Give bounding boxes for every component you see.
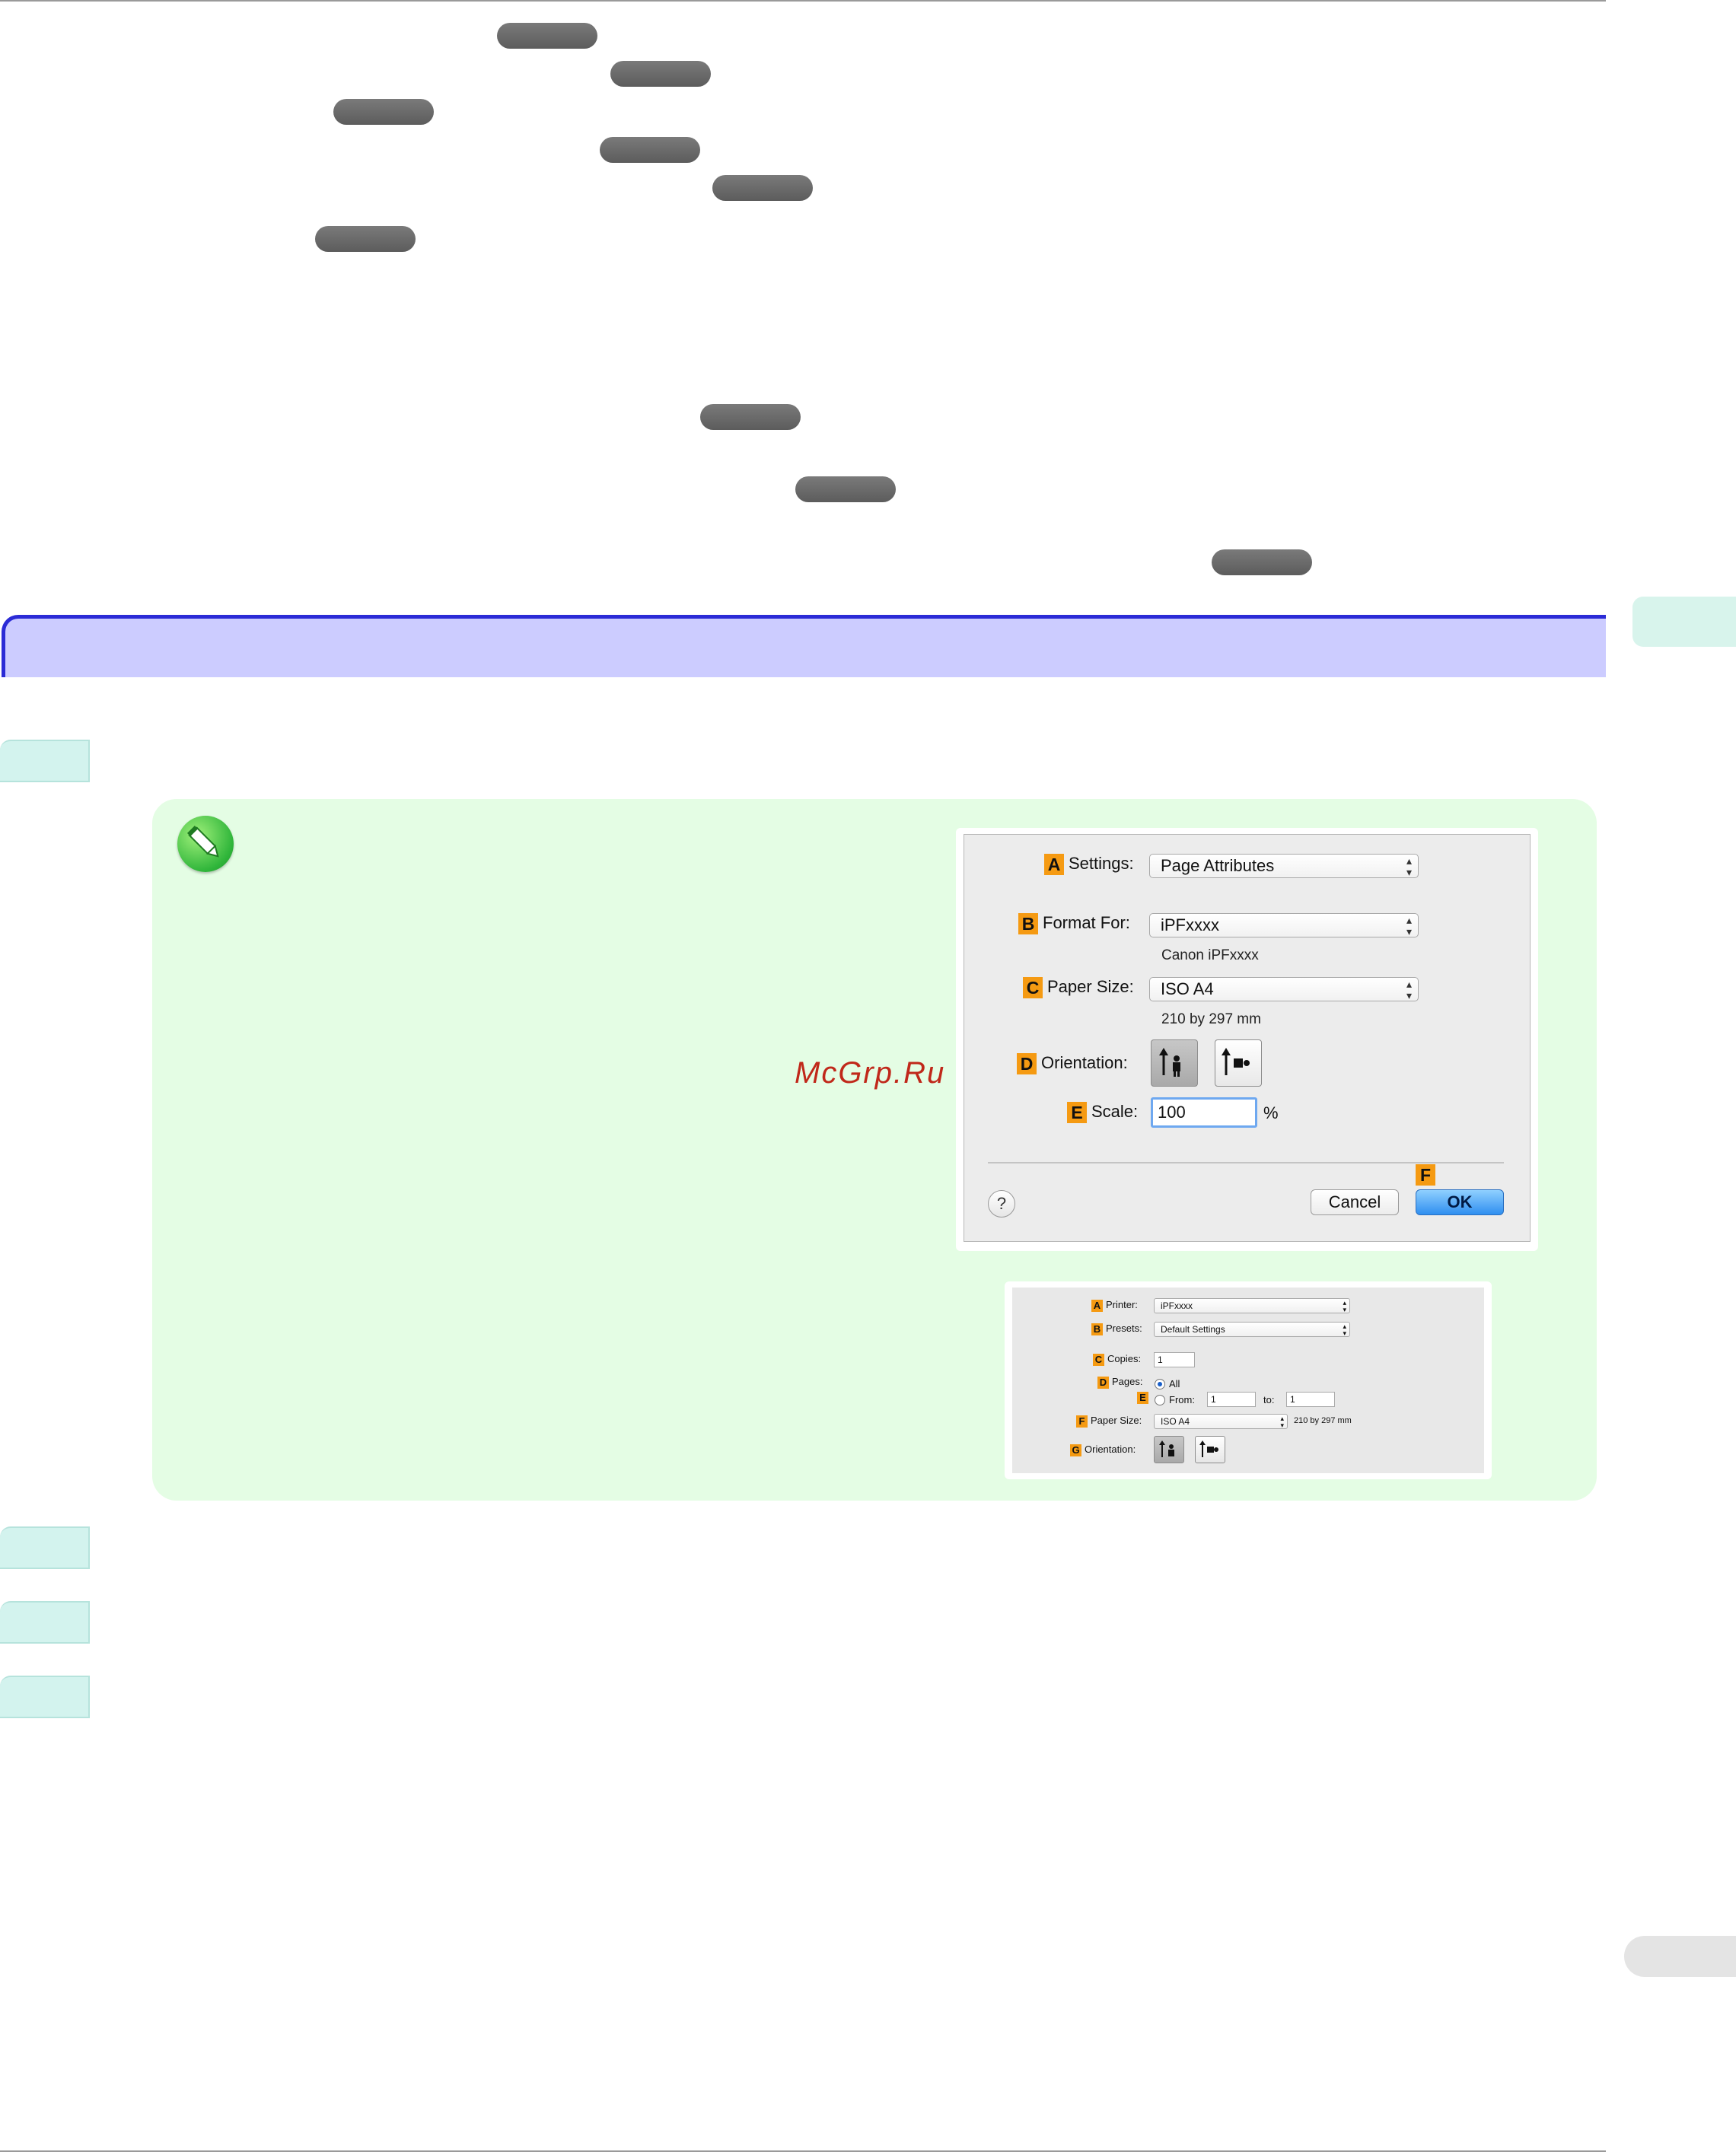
printer-popup[interactable]: iPFxxxx▴▾ — [1154, 1298, 1350, 1313]
portrait-orientation-icon — [1159, 1048, 1180, 1077]
reference-link[interactable] — [610, 61, 711, 87]
ok-button[interactable]: OK — [1416, 1189, 1504, 1215]
scale-unit: % — [1263, 1103, 1279, 1122]
label-badge-g: G — [1070, 1444, 1081, 1456]
step-marker — [0, 1526, 90, 1569]
step-marker — [0, 1601, 90, 1644]
step-marker — [0, 740, 90, 782]
pages-all-label: All — [1169, 1378, 1180, 1389]
print-paper-dimensions: 210 by 297 mm — [1294, 1416, 1352, 1425]
label-badge-b: B — [1018, 913, 1038, 935]
reference-link[interactable] — [1212, 549, 1312, 575]
label-badge-b: B — [1091, 1323, 1103, 1335]
label-badge-f: F — [1416, 1164, 1435, 1186]
reference-link[interactable] — [700, 404, 801, 430]
page-setup-dialog — [964, 834, 1531, 1242]
to-field[interactable]: 1 — [1286, 1392, 1335, 1407]
pages-all-radio[interactable] — [1155, 1379, 1165, 1389]
format-for-printer-name: Canon iPFxxxx — [1161, 947, 1259, 963]
portrait-orientation-icon — [1159, 1440, 1174, 1457]
portrait-orientation-button[interactable] — [1151, 1039, 1198, 1087]
up-down-arrows-icon: ▴▾ — [1343, 1299, 1346, 1313]
landscape-orientation-button[interactable] — [1215, 1039, 1262, 1087]
print-landscape-button[interactable] — [1195, 1436, 1225, 1463]
bottom-rule — [0, 2150, 1606, 2152]
up-down-arrows-icon: ▴▾ — [1406, 914, 1412, 937]
reference-link[interactable] — [315, 226, 416, 252]
reference-link[interactable] — [600, 137, 700, 163]
pages-range-radio[interactable] — [1155, 1395, 1165, 1405]
label-badge-e: E — [1137, 1391, 1148, 1404]
label-badge-f: F — [1076, 1415, 1088, 1428]
from-field[interactable]: 1 — [1207, 1392, 1256, 1407]
to-label: to: — [1263, 1394, 1275, 1405]
label-badge-e: E — [1067, 1102, 1087, 1124]
cancel-button[interactable]: Cancel — [1311, 1189, 1399, 1215]
label-badge-c: C — [1093, 1353, 1104, 1366]
up-down-arrows-icon: ▴▾ — [1406, 855, 1412, 878]
reference-link[interactable] — [497, 23, 597, 49]
question-icon[interactable]: ? — [988, 1190, 1015, 1218]
ok-badge: F — [1416, 1164, 1440, 1186]
landscape-orientation-icon — [1199, 1440, 1218, 1457]
copies-field[interactable]: 1 — [1154, 1352, 1195, 1367]
step-marker — [0, 1676, 90, 1718]
format-for-popup[interactable]: iPFxxxx ▴▾ — [1149, 913, 1419, 937]
paper-size-dimensions: 210 by 297 mm — [1161, 1011, 1261, 1027]
page-number-tab — [1624, 1936, 1736, 1977]
label-badge-c: C — [1023, 977, 1043, 999]
label-badge-a: A — [1091, 1299, 1103, 1312]
pencil-icon — [177, 816, 234, 872]
scale-input[interactable]: 100 — [1151, 1097, 1257, 1128]
reference-link[interactable] — [795, 476, 896, 502]
paper-size-popup[interactable]: ISO A4 ▴▾ — [1149, 977, 1419, 1001]
label-badge-d: D — [1017, 1053, 1037, 1075]
up-down-arrows-icon: ▴▾ — [1406, 978, 1412, 1001]
presets-popup[interactable]: Default Settings▴▾ — [1154, 1322, 1350, 1337]
label-badge-a: A — [1044, 854, 1064, 876]
landscape-orientation-icon — [1222, 1048, 1250, 1075]
range-badge: E — [1137, 1391, 1151, 1404]
label-badge-d: D — [1097, 1376, 1109, 1389]
reference-link[interactable] — [333, 99, 434, 125]
print-dialog — [1012, 1288, 1484, 1473]
settings-popup[interactable]: Page Attributes ▴▾ — [1149, 854, 1419, 878]
print-portrait-button[interactable] — [1154, 1436, 1184, 1463]
up-down-arrows-icon: ▴▾ — [1343, 1323, 1346, 1337]
section-heading-band — [2, 615, 1606, 677]
print-paper-size-popup[interactable]: ISO A4▴▾ — [1154, 1414, 1288, 1429]
up-down-arrows-icon: ▴▾ — [1280, 1415, 1284, 1429]
from-label: From: — [1169, 1394, 1195, 1405]
watermark: McGrp.Ru — [795, 1056, 946, 1090]
top-rule — [0, 0, 1606, 2]
dialog-divider — [988, 1162, 1504, 1163]
reference-link[interactable] — [712, 175, 813, 201]
chapter-side-tab[interactable] — [1632, 597, 1736, 647]
